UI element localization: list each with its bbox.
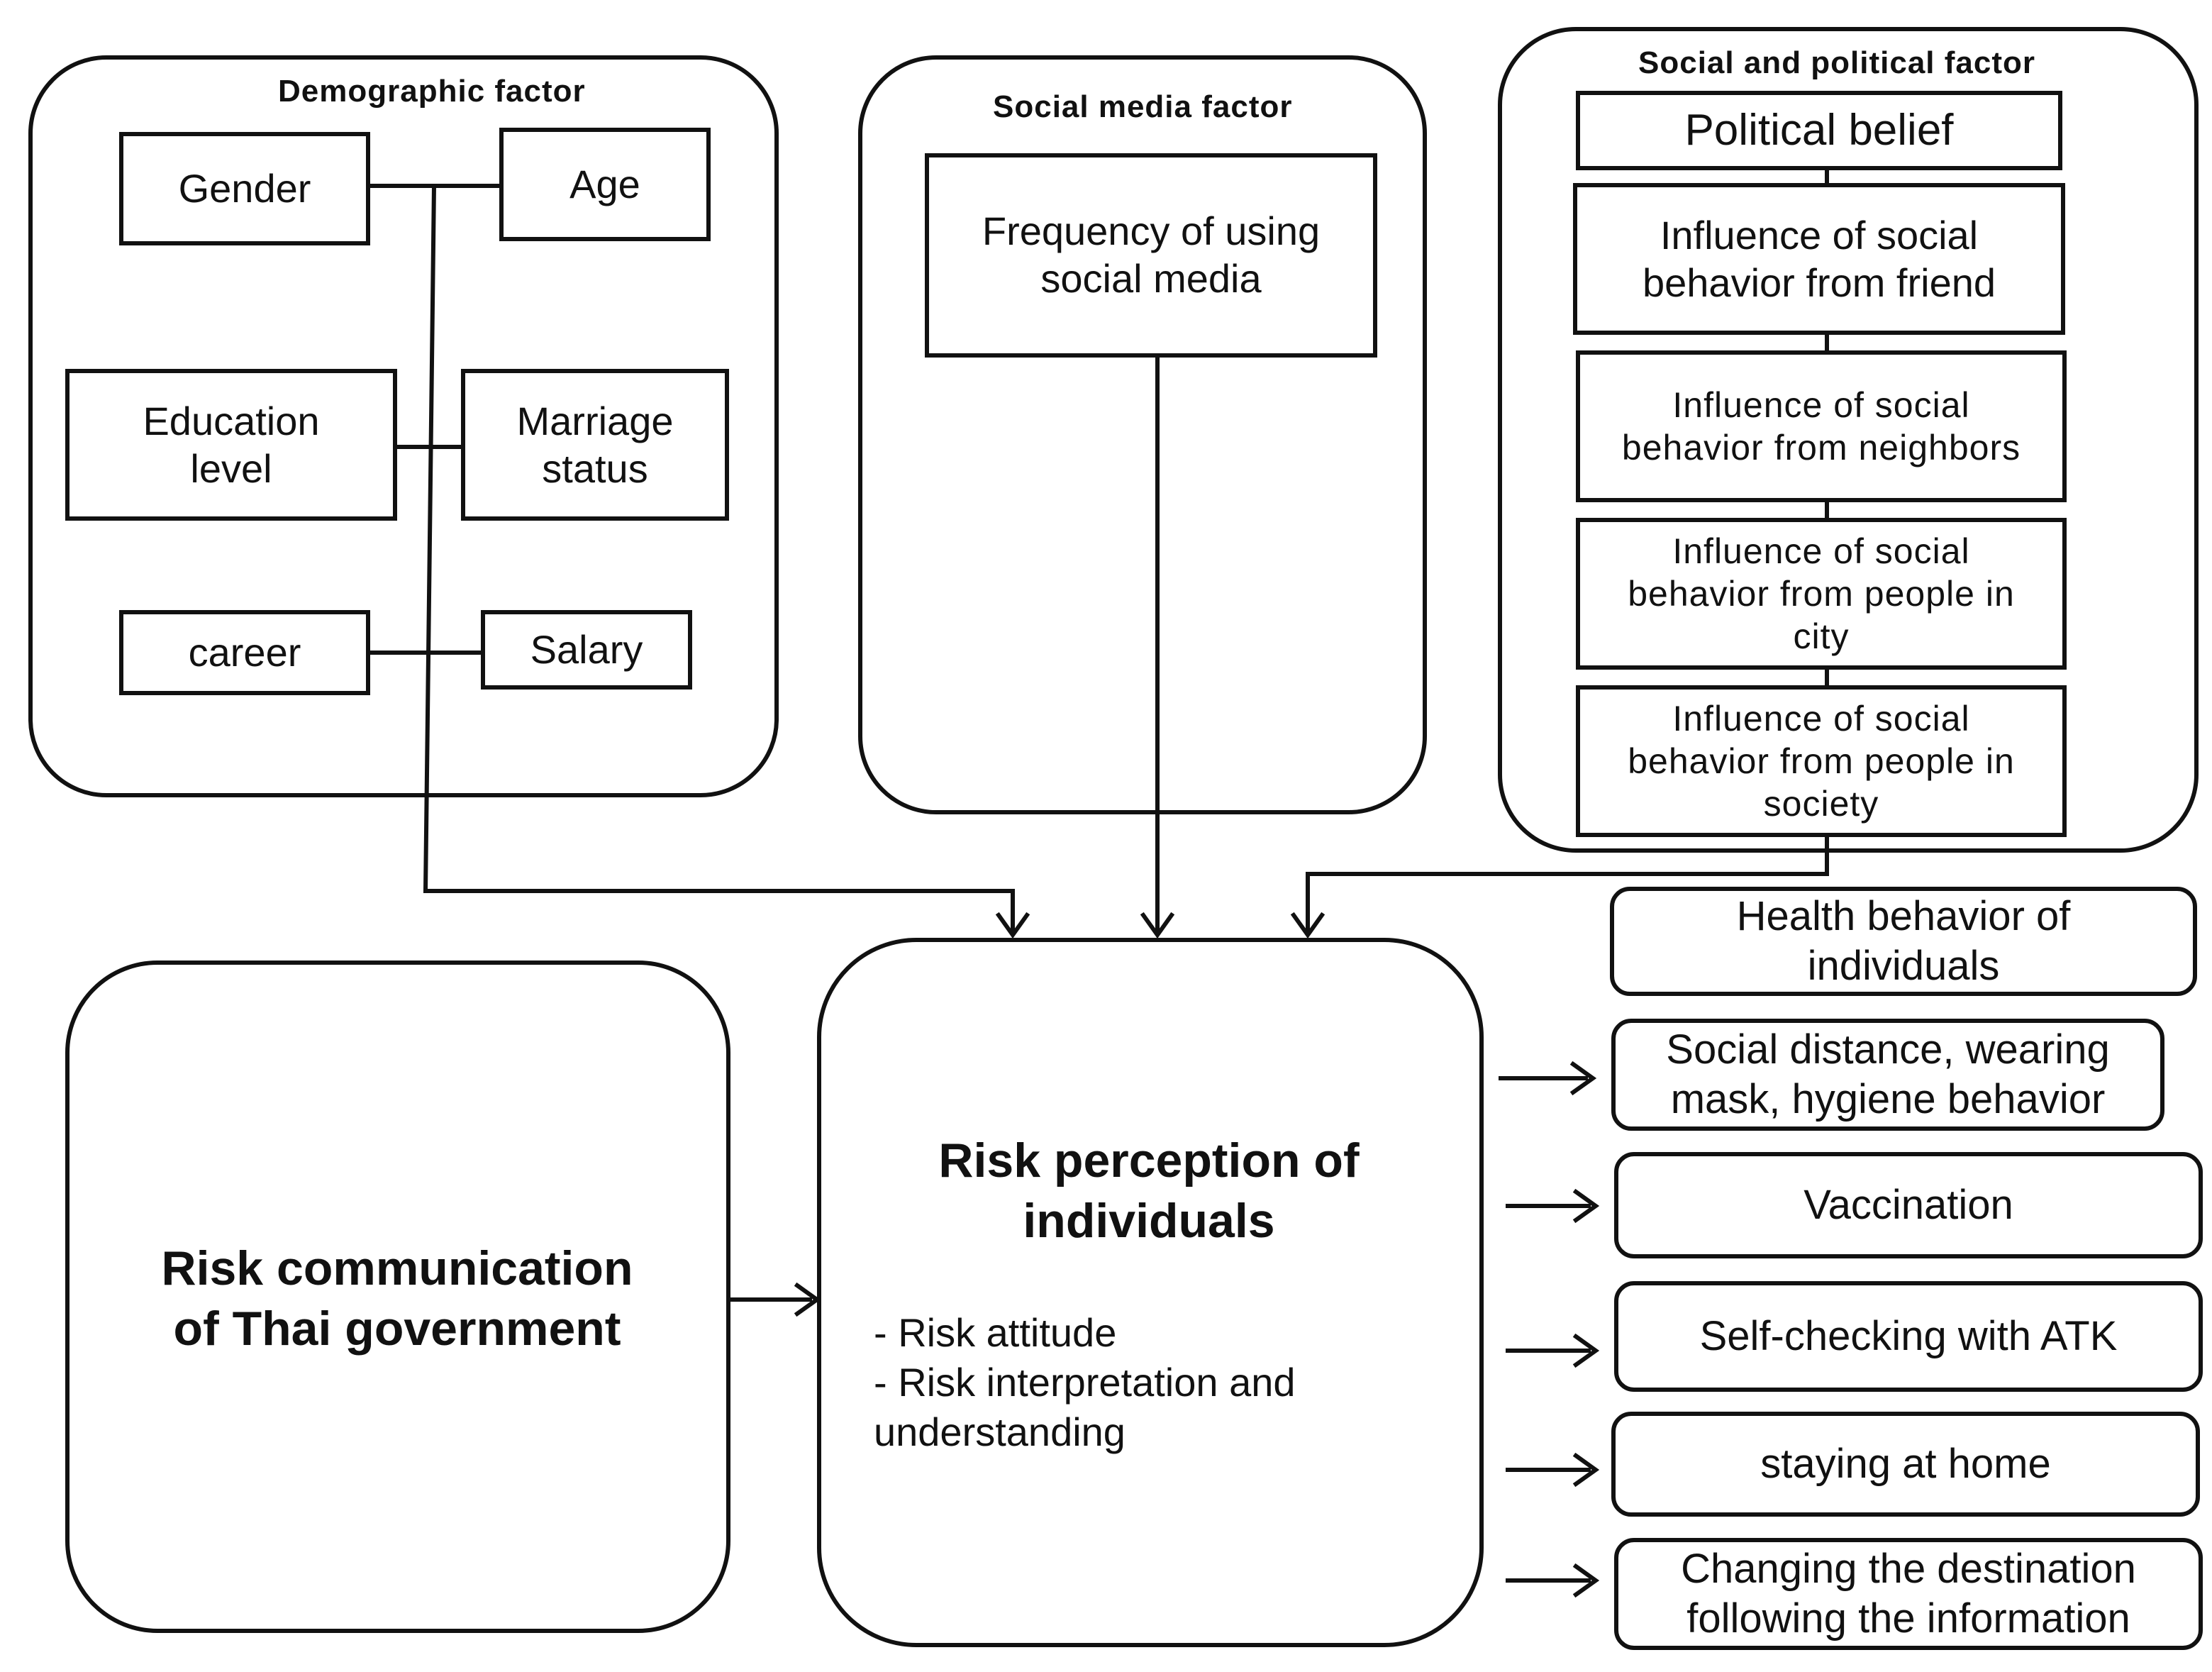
demographic-factor-title: Demographic factor	[278, 74, 586, 109]
demographic-factor-group	[28, 55, 779, 797]
outcome-social-distance: Social distance, wearing mask, hygiene b…	[1611, 1019, 2164, 1131]
social-media-factor-group	[858, 55, 1427, 814]
influence-friend-box: Influence of social behavior from friend	[1573, 183, 2065, 335]
influence-society-box: Influence of social behavior from people…	[1576, 685, 2067, 837]
social-media-factor-title: Social media factor	[993, 89, 1293, 124]
social-political-factor-group	[1498, 27, 2199, 853]
salary-box: Salary	[481, 610, 692, 690]
influence-city-box: Influence of social behavior from people…	[1576, 518, 2067, 670]
arrowhead-outcome-2	[1572, 1188, 1600, 1224]
age-box: Age	[499, 128, 711, 241]
arrowhead-demographic	[995, 912, 1030, 939]
political-belief-box: Political belief	[1576, 91, 2062, 170]
social-political-to-perception-line	[1306, 834, 1829, 931]
risk-perception-points: - Risk attitude - Risk interpretation an…	[874, 1310, 1296, 1454]
outcome-vaccination: Vaccination	[1614, 1152, 2203, 1258]
marriage-status-box: Marriage status	[461, 369, 729, 521]
social-political-factor-title: Social and political factor	[1638, 45, 2036, 80]
career-box: career	[119, 610, 370, 695]
arrowhead-outcome-1	[1569, 1061, 1597, 1096]
frequency-social-media-box: Frequency of using social media	[925, 153, 1377, 358]
risk-perception-title: Risk perception of individuals	[938, 1134, 1360, 1248]
gender-box: Gender	[119, 132, 370, 245]
risk-communication-box	[65, 960, 730, 1633]
demographic-to-perception-line	[423, 183, 1015, 931]
arrowhead-social-media	[1140, 912, 1175, 939]
arrowhead-social-political	[1290, 912, 1325, 939]
outcome-changing-destination: Changing the destination following the i…	[1614, 1538, 2203, 1650]
outcome-staying-at-home: staying at home	[1611, 1412, 2200, 1517]
arrowhead-outcome-5	[1572, 1563, 1600, 1598]
arrowhead-outcome-3	[1572, 1333, 1600, 1368]
influence-neighbors-box: Influence of social behavior from neighb…	[1576, 350, 2067, 502]
risk-communication-title: Risk communication of Thai government	[161, 1241, 633, 1356]
health-behavior-header: Health behavior of individuals	[1610, 887, 2197, 996]
risk-perception-box	[817, 938, 1484, 1647]
education-level-box: Education level	[65, 369, 397, 521]
arrowhead-outcome-4	[1572, 1452, 1600, 1488]
outcome-self-checking-atk: Self-checking with ATK	[1614, 1281, 2203, 1392]
